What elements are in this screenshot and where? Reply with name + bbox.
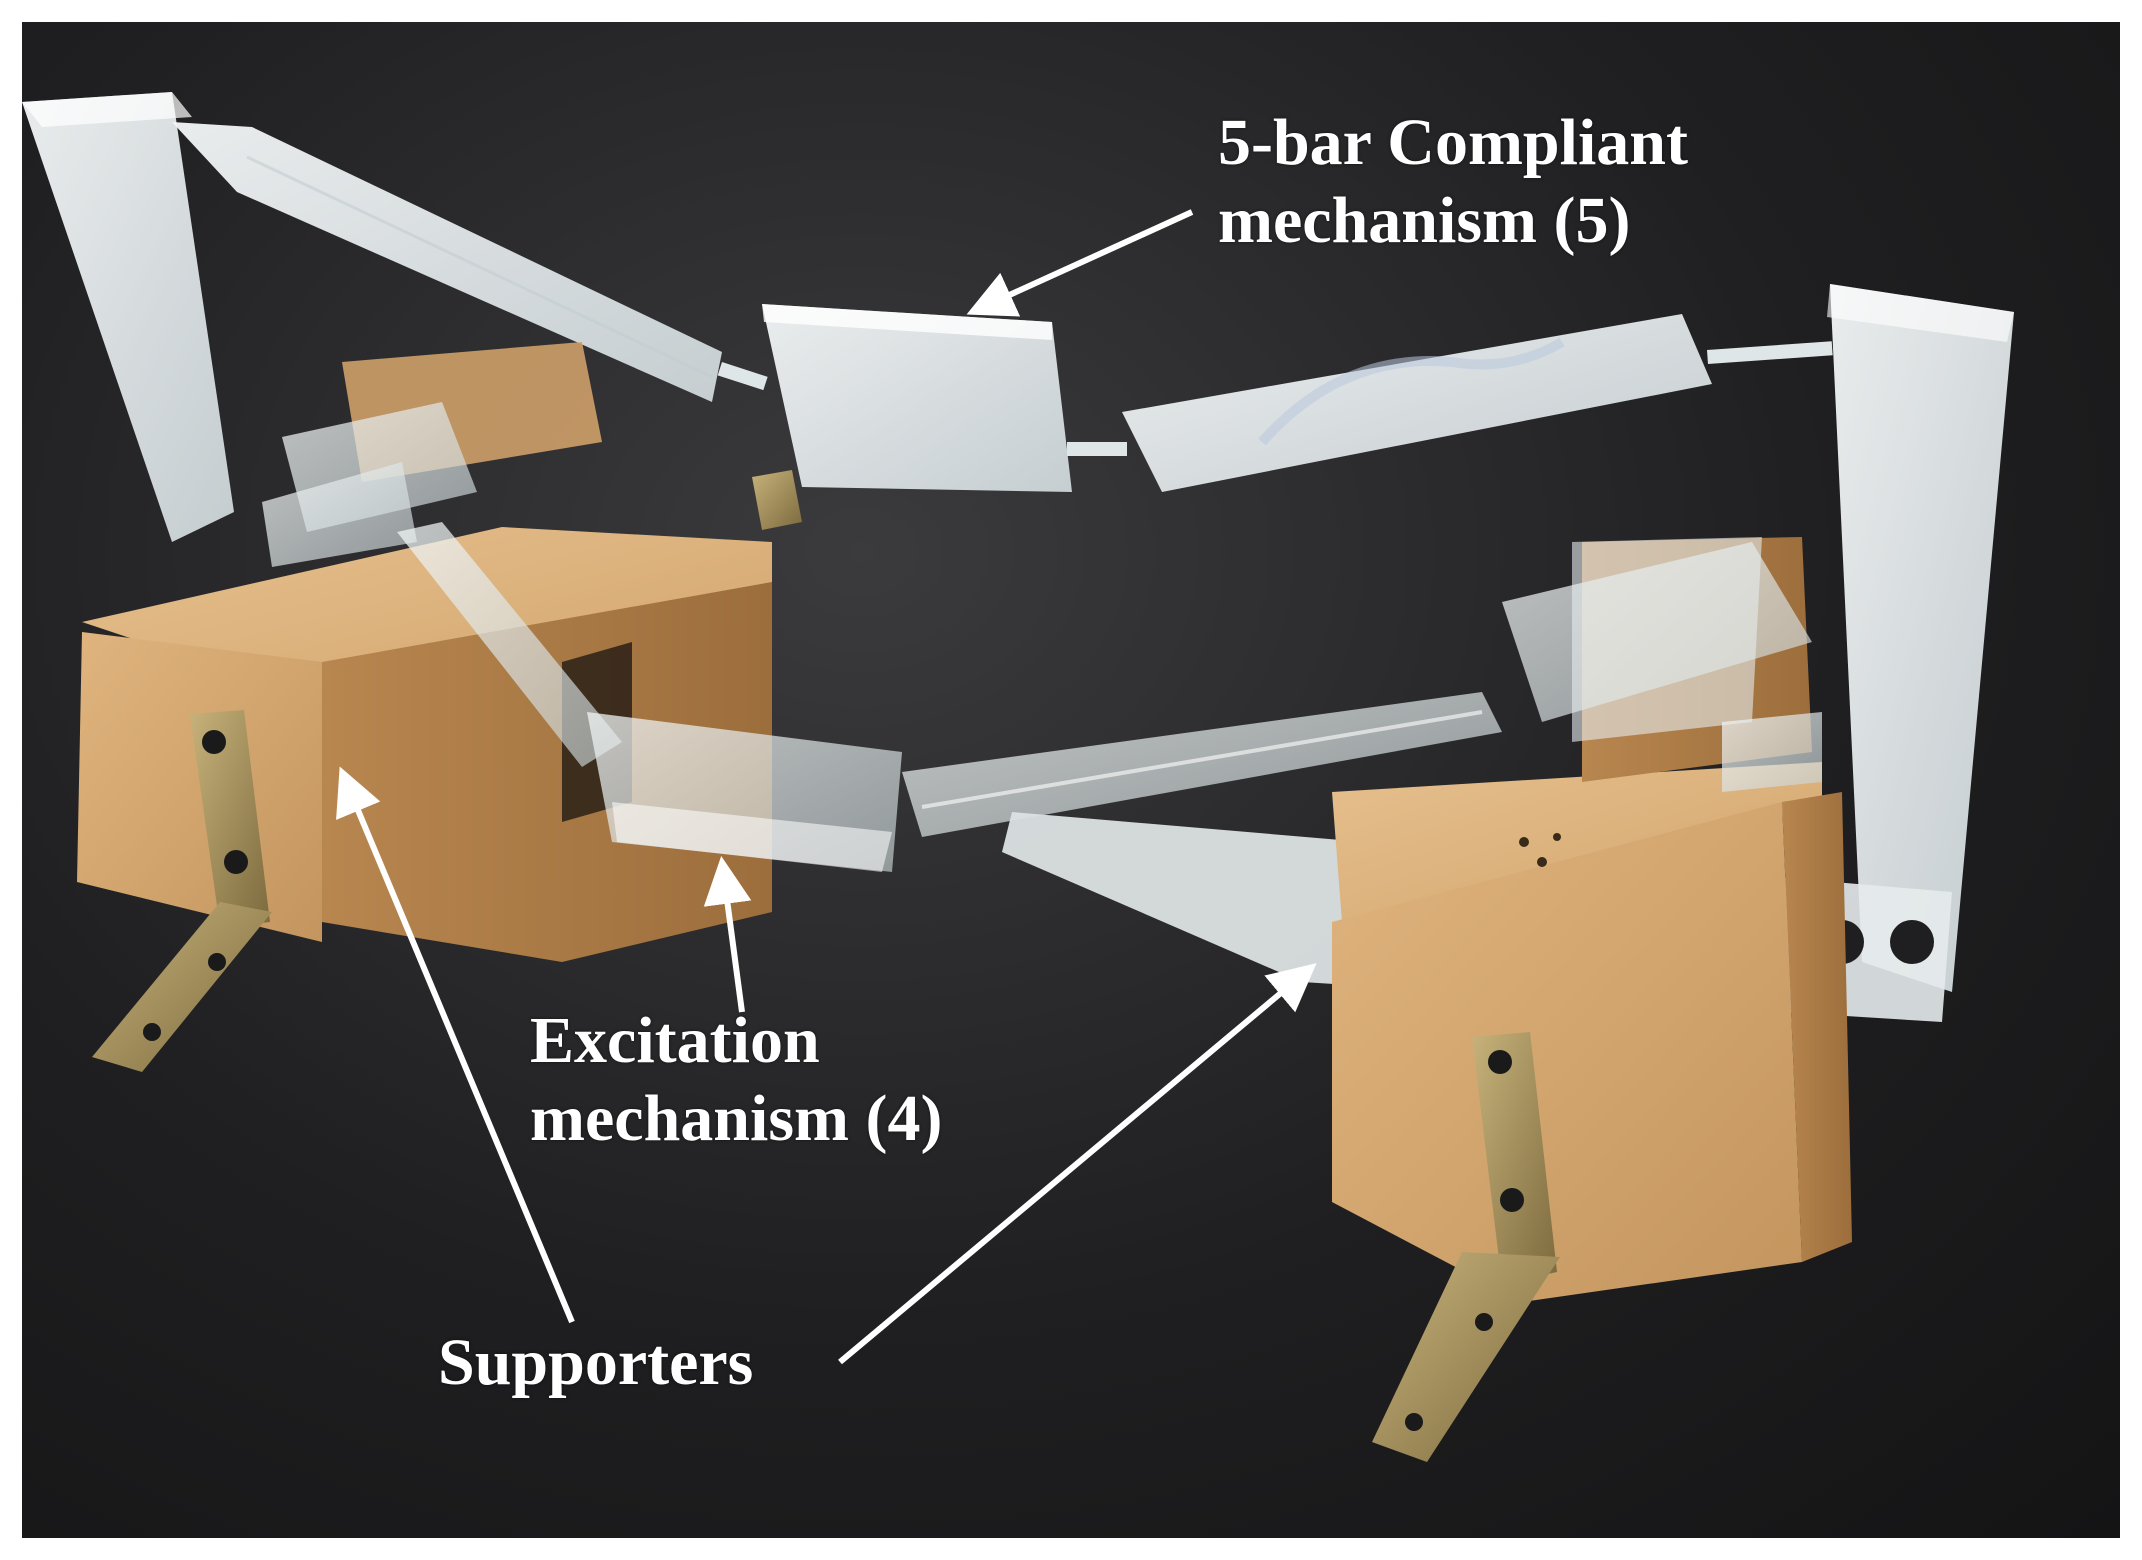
compliant-hinge-3 <box>1706 341 1833 364</box>
apparatus-photo <box>22 92 2014 1462</box>
label-excitation-line-2: mechanism (4) <box>530 1081 943 1155</box>
excitation-left-clamp <box>262 402 477 567</box>
compliant-hinge-1 <box>717 362 768 391</box>
label-supporters: Supporters <box>438 1324 753 1402</box>
label-supporters-text: Supporters <box>438 1326 754 1399</box>
label-excitation-mechanism: Excitation mechanism (4) <box>530 1002 942 1158</box>
right-metal-bracket <box>1372 1032 1560 1462</box>
left-metal-bracket <box>92 470 802 1072</box>
arrow-excitation <box>703 856 752 1013</box>
excitation-rod-left <box>397 522 622 767</box>
compliant-hinge-2 <box>1067 442 1127 456</box>
arrow-supporter-right <box>838 963 1317 1365</box>
arrow-supporter-left <box>336 766 575 1324</box>
arrow-five-bar <box>966 209 1194 317</box>
compliant-frame-left-post <box>22 92 234 542</box>
compliant-link-2 <box>1122 314 1712 492</box>
label-five-bar-line-2: mechanism (5) <box>1218 183 1631 257</box>
excitation-right-clamp <box>1502 537 1822 792</box>
compliant-coupler-block <box>762 304 1072 492</box>
label-five-bar-line-1: 5-bar Compliant <box>1218 106 1688 179</box>
label-excitation-line-1: Excitation <box>530 1004 820 1077</box>
compliant-link-1 <box>172 122 722 402</box>
excitation-input-link <box>587 712 902 872</box>
label-five-bar-compliant-mechanism: 5-bar Compliant mechanism (5) <box>1218 104 1688 260</box>
excitation-coupler-rod <box>902 692 1502 837</box>
photo-frame: 5-bar Compliant mechanism (5) Excitation… <box>22 22 2120 1538</box>
compliant-frame-right-post <box>1827 284 2014 992</box>
